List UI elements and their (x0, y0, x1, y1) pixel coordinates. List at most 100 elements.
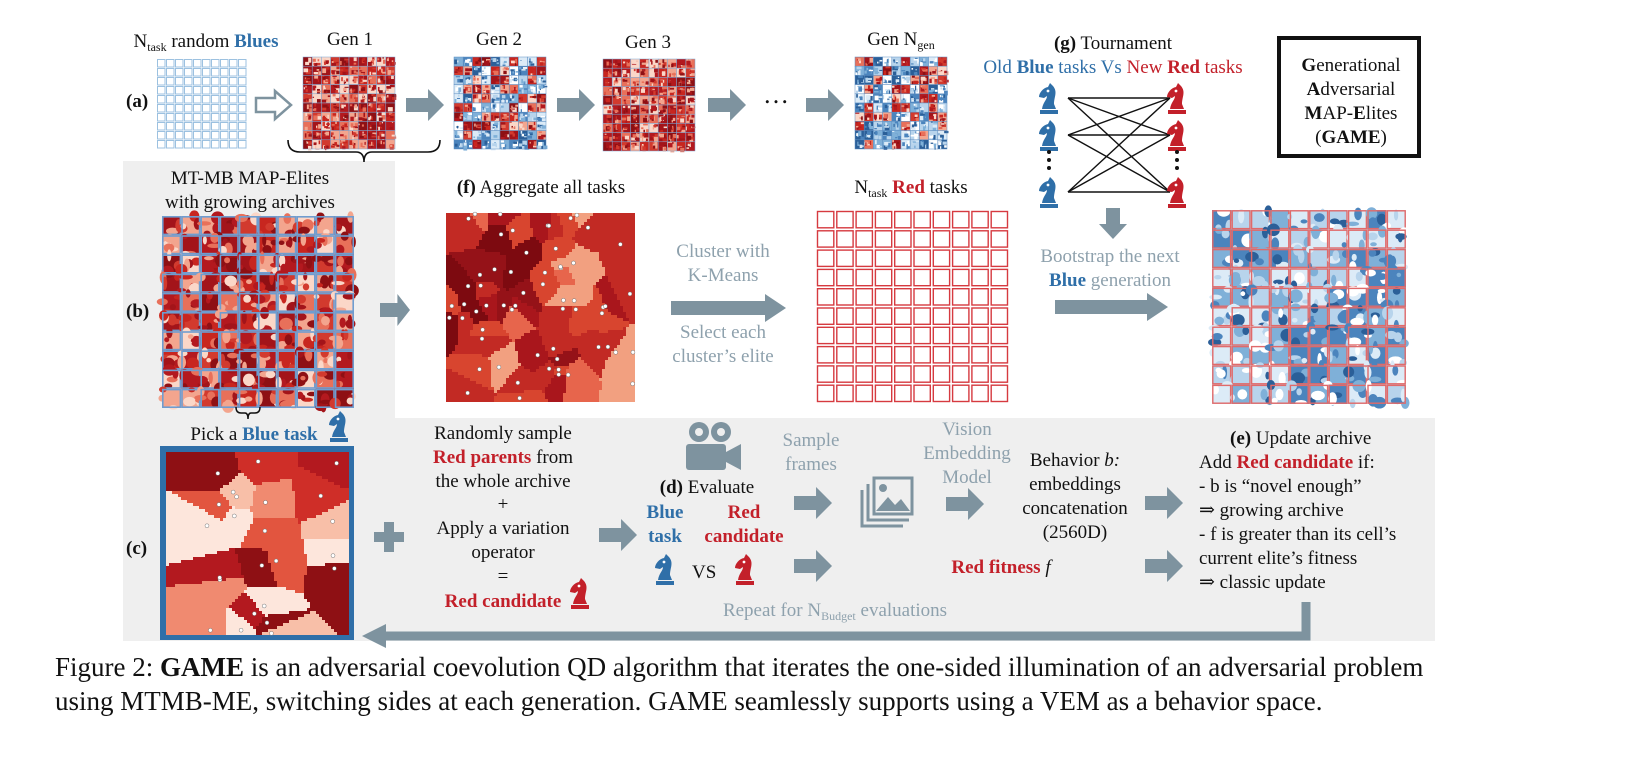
cluster-line1: Cluster with (676, 241, 770, 262)
game-adversarial: dversarial (1320, 79, 1396, 100)
knight-icon (1039, 83, 1058, 114)
behavior-line1: Behavior b: (1030, 450, 1120, 472)
condition-2-line2: current elite’s fitness (1199, 548, 1358, 569)
random-label: random (166, 31, 235, 52)
pick-blue-task: Pick a Blue task (190, 424, 317, 446)
add-suffix: if: (1353, 452, 1375, 473)
add-prefix: Add (1199, 452, 1237, 473)
select-line2: cluster’s elite (672, 346, 774, 367)
blue-task-line1: Blue (646, 502, 684, 523)
arrow-to-frames (794, 487, 832, 519)
plus-icon (374, 522, 404, 552)
equals-text: = (497, 566, 509, 587)
figure-caption-line2: using MTMB-ME, switching sides at each g… (55, 686, 1323, 716)
apply-line1: Apply a variation (436, 518, 570, 539)
sample-line2: Red parents from (433, 447, 573, 469)
genN-label: Gen Ngen (867, 29, 934, 56)
arrow-behavior-to-update (1145, 487, 1183, 519)
game-a: A (1306, 79, 1321, 100)
red-candidate-line1: Red (727, 502, 761, 523)
repeat-label: Repeat for NBudget evaluations (723, 600, 947, 627)
hollow-arrow (254, 88, 293, 122)
gen1-label: Gen 1 (327, 29, 373, 50)
behavior-label: Behavior (1029, 450, 1105, 471)
knight-icon (1039, 177, 1058, 208)
caption-rest: is an adversarial coevolution QD algorit… (244, 652, 1424, 682)
knight-icon (1167, 120, 1186, 151)
tasks-end: tasks (1199, 57, 1243, 78)
vem-line2: Embedding (923, 443, 1011, 464)
repeat-suffix: evaluations (855, 600, 948, 621)
pick-prefix: Pick a (190, 424, 243, 445)
condition-1: - b is “novel enough” (1199, 476, 1362, 497)
ntask-sub: task (868, 186, 888, 200)
bootstrap-rest: generation (1086, 270, 1171, 291)
blue-task-frame (160, 446, 354, 640)
blues-label: Blues (234, 31, 279, 52)
add-red: Red candidate (1236, 452, 1354, 473)
red-candidate-result: Red candidate (444, 591, 562, 612)
red-candidate-line2: candidate (704, 526, 784, 547)
arrow-gen1-gen2 (406, 89, 444, 121)
figure-caption-line1: Figure 2: GAME is an adversarial coevolu… (55, 650, 1423, 685)
tournament-diagram (1039, 83, 1186, 208)
bootstrap-blue: Blue (1049, 270, 1087, 291)
condition-2-then: ⇒ classic update (1199, 572, 1326, 593)
row-label-c: (c) (126, 538, 148, 559)
game-line1: Generational (1301, 55, 1400, 77)
arrow-mtmb-aggregate (380, 294, 410, 326)
repeat-loop-arrow (362, 602, 1311, 648)
sample-line1: Randomly sample (434, 423, 572, 444)
arrow-to-evaluate (599, 519, 637, 551)
mtmb-line2: with growing archives (165, 192, 335, 213)
frames-line1: Sample (782, 430, 840, 451)
gen2-label: Gen 2 (476, 29, 522, 50)
mtmb-line1: MT-MB MAP-Elites (170, 168, 330, 189)
game-acronym: GAME (1321, 127, 1381, 148)
game-lites: lites (1365, 103, 1398, 124)
vem-line1: Vision (942, 419, 992, 440)
arrow-down-tournament (1099, 208, 1127, 239)
blue-task-voronoi (166, 452, 349, 636)
game-m: M (1304, 103, 1323, 124)
condition-2-line1: - f is greater than its cell’s (1199, 524, 1397, 545)
arrow-fitness-to-update (1145, 550, 1183, 582)
tournament-letter: (g) (1053, 33, 1077, 54)
caption-game: GAME (160, 652, 244, 682)
arrow-cluster (671, 294, 786, 322)
aggregate-voronoi (446, 211, 636, 402)
tournament-title-text: Tournament (1076, 33, 1173, 54)
tournament-subtitle: Old Blue tasks Vs New Red tasks (983, 57, 1242, 79)
game-e: E (1353, 103, 1366, 124)
arrow-to-vem-output (946, 488, 984, 520)
aggregate-title: (f) Aggregate all tasks (457, 177, 625, 199)
ntask-n: N (854, 177, 869, 198)
knight-icon (1167, 83, 1186, 114)
fitness-red: Red fitness (951, 557, 1041, 578)
game-open: ( (1315, 127, 1322, 148)
knight-icon (1039, 120, 1058, 151)
gen2-archive (453, 56, 548, 151)
cluster-line2: K-Means (687, 265, 759, 286)
game-line4: (GAME) (1315, 127, 1387, 149)
aggregate-text: Aggregate all tasks (475, 177, 626, 198)
row-label-b: (b) (126, 301, 150, 322)
tasks-vs: tasks Vs (1053, 57, 1127, 78)
ntask-sub: task (147, 40, 167, 54)
update-letter: (e) (1230, 428, 1252, 449)
game-close: ) (1380, 127, 1387, 148)
row-label-a: (a) (126, 91, 149, 112)
aggregate-letter: (f) (456, 177, 476, 198)
fitness-f: f (1040, 557, 1051, 578)
behavior-line3: concatenation (1022, 498, 1128, 519)
images-icon (860, 476, 914, 528)
game-generational: enerational (1316, 55, 1401, 76)
behavior-b: b: (1104, 450, 1121, 471)
evaluate-letter: (d) (659, 477, 684, 498)
tournament-title: (g) Tournament (1054, 33, 1172, 55)
random-blues-grid (157, 59, 247, 149)
tasks-word: tasks (924, 177, 968, 198)
ntask-n: N (133, 31, 148, 52)
evaluate-text: Evaluate (683, 477, 755, 498)
condition-1-then: ⇒ growing archive (1199, 500, 1344, 521)
